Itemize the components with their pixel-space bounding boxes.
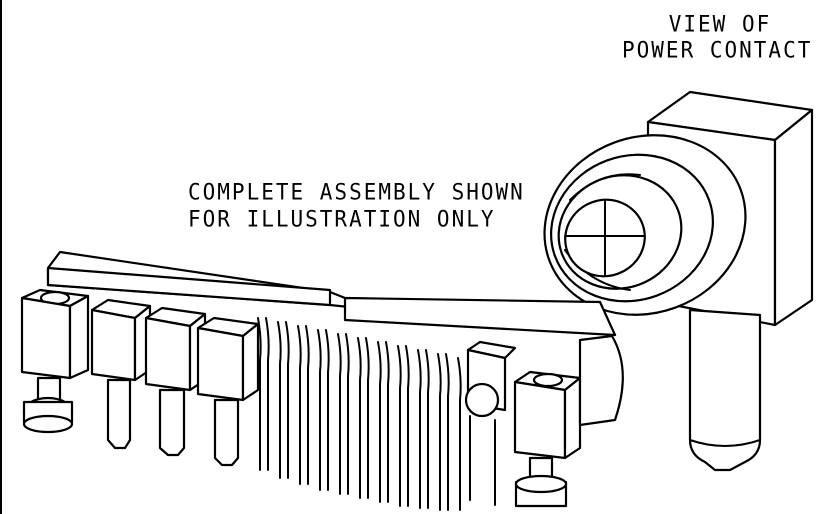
round-component bbox=[464, 340, 517, 506]
screw-shaft bbox=[36, 376, 62, 402]
assembly-note-line1: COMPLETE ASSEMBLY SHOWN bbox=[188, 179, 525, 205]
housing-right-end bbox=[578, 334, 624, 427]
post-front bbox=[20, 296, 72, 380]
contact-block-side bbox=[773, 108, 814, 327]
housing-rail bbox=[46, 266, 332, 307]
view-label-line1: VIEW OF bbox=[668, 11, 772, 37]
power-contact-view bbox=[543, 90, 814, 472]
connector-assembly bbox=[20, 250, 624, 511]
power-block-3 bbox=[196, 316, 260, 467]
left-screw-post bbox=[20, 288, 90, 434]
housing-right-top bbox=[343, 296, 617, 337]
power-block-2 bbox=[144, 306, 207, 457]
screw-head-bottom bbox=[22, 414, 74, 434]
view-label-line2: POWER CONTACT bbox=[622, 37, 813, 63]
power-block-1 bbox=[90, 298, 152, 450]
right-screw-post bbox=[513, 370, 582, 508]
contact-pin-edge bbox=[689, 439, 761, 447]
assembly-note-line2: FOR ILLUSTRATION ONLY bbox=[188, 206, 496, 232]
signal-pins bbox=[257, 317, 462, 511]
post-side bbox=[68, 294, 90, 380]
contact-pin bbox=[688, 308, 762, 472]
